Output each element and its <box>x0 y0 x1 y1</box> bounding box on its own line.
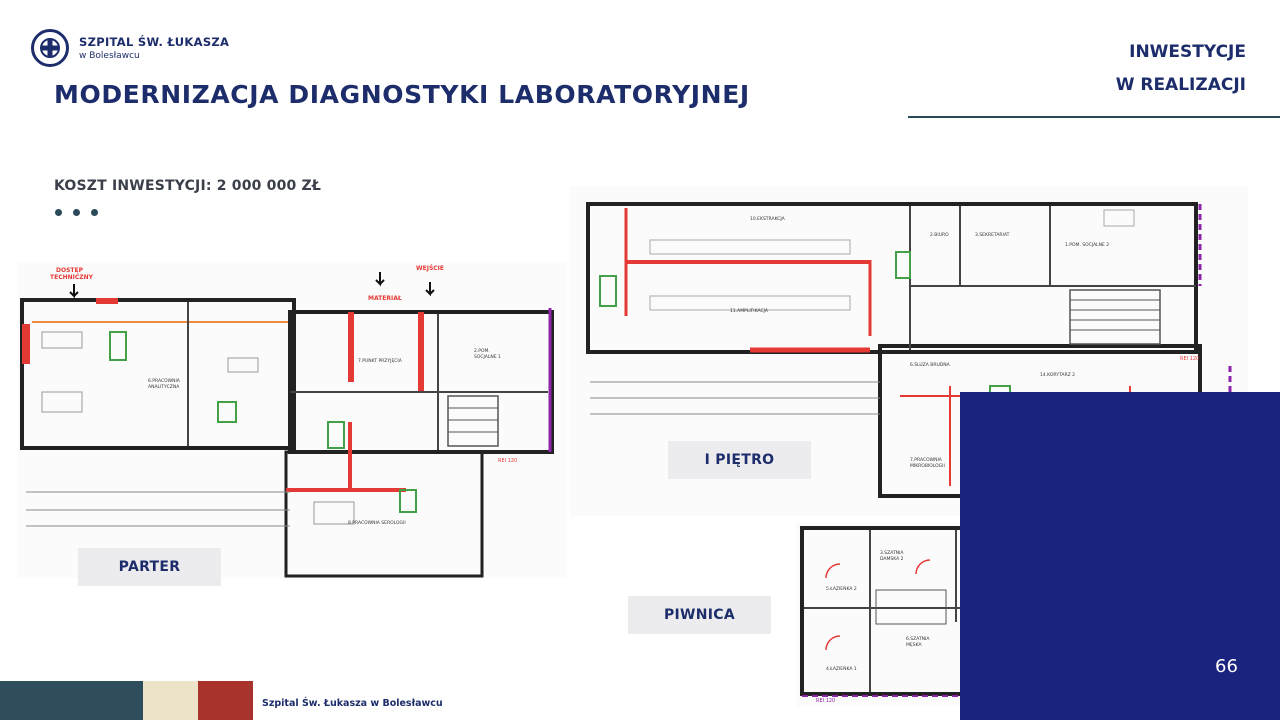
svg-text:REI 120: REI 120 <box>1180 356 1199 362</box>
dots-decoration <box>55 209 98 216</box>
svg-text:5.ŁAZIENKA 2: 5.ŁAZIENKA 2 <box>826 586 857 592</box>
label-basement: PIWNICA <box>628 596 771 634</box>
svg-text:6.SZATNIA: 6.SZATNIA <box>906 636 930 642</box>
ground-floor-plan: DOSTĘP TECHNICZNY WEJŚCIE MATERIAŁ 6.PRA… <box>18 262 566 578</box>
svg-text:4.ŁAZIENKA 1: 4.ŁAZIENKA 1 <box>826 666 857 672</box>
footer-bar-red <box>198 681 253 720</box>
section-title-line2: W REALIZACJI <box>1115 75 1246 95</box>
svg-text:2.BIURO: 2.BIURO <box>930 232 949 238</box>
footer-bar-cream <box>143 681 198 720</box>
footer-bar-teal <box>0 681 143 720</box>
hospital-city: w Bolesławcu <box>79 51 140 61</box>
page-title: MODERNIZACJA DIAGNOSTYKI LABORATORYJNEJ <box>54 80 750 109</box>
label-ground-floor: PARTER <box>78 548 221 586</box>
svg-text:DOSTĘP: DOSTĘP <box>56 267 84 274</box>
section-title: INWESTYCJE W REALIZACJI <box>1116 36 1246 102</box>
svg-text:ANALITYCZNA: ANALITYCZNA <box>148 384 180 390</box>
svg-text:8.PRACOWNIA SEROLOGII: 8.PRACOWNIA SEROLOGII <box>348 520 406 526</box>
svg-text:3.SEKRETARIAT: 3.SEKRETARIAT <box>975 232 1010 238</box>
footer-hospital-name: Szpital Św. Łukasza w Bolesławcu <box>262 698 443 709</box>
svg-text:DAMSKA 2: DAMSKA 2 <box>880 556 904 562</box>
decorative-block <box>960 392 1280 720</box>
svg-text:SOCJALNE 1: SOCJALNE 1 <box>474 354 501 360</box>
page-number: 66 <box>1215 656 1238 677</box>
svg-text:6.PRACOWNIA: 6.PRACOWNIA <box>148 378 181 384</box>
section-divider <box>908 116 1280 118</box>
svg-text:11.AMPLIFIKACJA: 11.AMPLIFIKACJA <box>730 308 769 314</box>
section-title-line1: INWESTYCJE <box>1129 42 1246 62</box>
hospital-name: SZPITAL ŚW. ŁUKASZA <box>79 35 230 49</box>
svg-text:1.POM. SOCJALNE 2: 1.POM. SOCJALNE 2 <box>1065 242 1109 248</box>
svg-text:6.ŚLUZA BRUDNA: 6.ŚLUZA BRUDNA <box>910 361 951 368</box>
cross-logo-icon <box>31 29 69 67</box>
label-first-floor: I PIĘTRO <box>668 441 811 479</box>
svg-text:10.EKSTRAKCJA: 10.EKSTRAKCJA <box>750 216 786 222</box>
svg-text:MIKROBIOLOGII: MIKROBIOLOGII <box>910 463 945 469</box>
svg-text:MATERIAŁ: MATERIAŁ <box>368 295 402 302</box>
svg-text:7.PRACOWNIA: 7.PRACOWNIA <box>910 457 943 463</box>
hospital-logo: SZPITAL ŚW. ŁUKASZA w Bolesławcu <box>31 29 229 67</box>
svg-text:TECHNICZNY: TECHNICZNY <box>50 274 94 281</box>
svg-text:7.PUNKT PRZYJĘCIA: 7.PUNKT PRZYJĘCIA <box>358 358 403 364</box>
investment-cost: KOSZT INWESTYCJI: 2 000 000 ZŁ <box>54 178 322 194</box>
svg-text:REI 120: REI 120 <box>498 458 517 464</box>
svg-text:WEJŚCIE: WEJŚCIE <box>416 265 444 272</box>
svg-text:REI 120: REI 120 <box>816 698 835 704</box>
svg-text:3.SZATNIA: 3.SZATNIA <box>880 550 904 556</box>
svg-text:MĘSKA: MĘSKA <box>906 642 922 648</box>
svg-text:2.POM.: 2.POM. <box>474 348 490 354</box>
svg-text:14.KORYTARZ 2: 14.KORYTARZ 2 <box>1040 372 1075 378</box>
